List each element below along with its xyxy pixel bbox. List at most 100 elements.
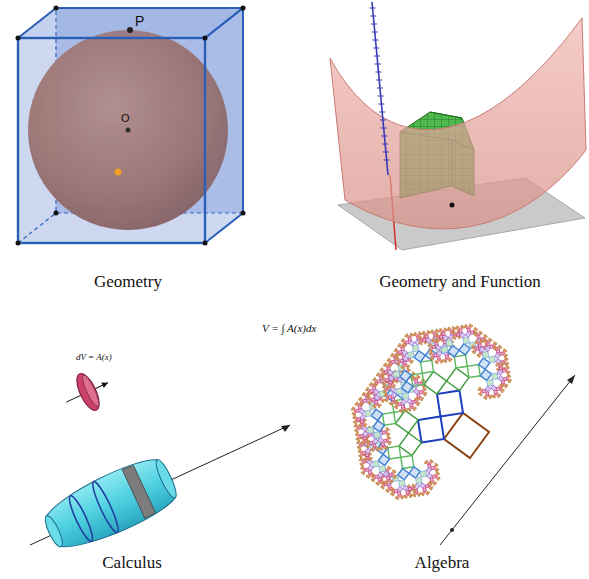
tick (381, 128, 387, 129)
tree-square (400, 370, 411, 381)
tree-square (373, 389, 379, 395)
tree-square (358, 406, 361, 409)
tree-square (418, 398, 420, 400)
tick (372, 32, 378, 33)
tree-square (387, 386, 389, 388)
tree-square (365, 410, 372, 417)
tree-square (438, 473, 440, 475)
tree-square (414, 351, 425, 362)
axis-point (450, 528, 454, 532)
tree-square (441, 362, 443, 364)
tree-square (473, 345, 475, 347)
tree-square (409, 467, 420, 478)
tree-square (427, 493, 429, 495)
tree-square (396, 411, 419, 434)
tree-square (392, 490, 394, 492)
surface-figure (330, 2, 586, 250)
point-orange (115, 169, 122, 176)
pythagoras-tree (351, 324, 511, 500)
tree-square (501, 391, 503, 393)
cube-hidden-edge (18, 213, 56, 243)
tree-square (406, 334, 408, 336)
tree-square (366, 445, 368, 447)
tree-square (423, 338, 426, 341)
tree-square (432, 337, 438, 343)
tree-square (359, 403, 361, 405)
tree-square (458, 337, 460, 339)
tree-square (485, 346, 491, 352)
tree-square (395, 348, 397, 350)
tree-square (479, 387, 481, 389)
tree-square (383, 391, 385, 393)
tree-square (374, 395, 380, 401)
tree-square (440, 329, 442, 331)
tree-square (448, 346, 459, 357)
tree-square (399, 410, 401, 412)
tree-square (396, 381, 398, 383)
tree-square (379, 466, 386, 473)
tree-square (440, 336, 443, 339)
tree-square (408, 485, 410, 487)
tree-square (388, 358, 390, 360)
tree-square (415, 333, 417, 335)
algebra-figure (351, 324, 575, 545)
cube-sphere (16, 6, 246, 246)
tree-square (476, 329, 478, 331)
tree-square (381, 443, 384, 446)
tree-square (374, 378, 376, 380)
tree-square (413, 376, 415, 378)
tree-square (454, 355, 467, 368)
tree-square (363, 437, 366, 440)
tree-square (501, 381, 504, 384)
tree-square (373, 421, 384, 432)
tree-square (410, 362, 412, 364)
point-o (126, 128, 131, 133)
tree-square (398, 469, 409, 480)
tree-square (385, 448, 387, 450)
tree-square (381, 368, 383, 370)
tree-square (356, 438, 358, 440)
tree-square (363, 431, 369, 437)
tree-square (469, 342, 476, 349)
tree-square (392, 353, 394, 355)
tick (373, 40, 379, 41)
tree-square (410, 496, 412, 498)
tick (379, 112, 385, 113)
tree-square (403, 361, 406, 364)
tree-square (449, 360, 451, 362)
tree-square (435, 342, 438, 345)
tree-square (441, 346, 448, 353)
tree-square (388, 429, 390, 431)
tree-square (414, 484, 420, 490)
tree-square (391, 392, 397, 398)
tick (382, 144, 388, 145)
tree-square (429, 349, 431, 351)
surface (330, 18, 586, 229)
tree-square (432, 461, 434, 463)
tree-square (388, 364, 390, 366)
tree-square (399, 344, 401, 346)
tree-square (402, 393, 409, 400)
tree-square (436, 333, 438, 335)
tree-square (367, 459, 373, 465)
tree-square (356, 402, 358, 404)
tree-square (386, 390, 397, 401)
tree-square (437, 479, 439, 481)
tree-square (424, 372, 447, 395)
disk (58, 365, 117, 421)
tree-square (425, 485, 428, 488)
tick (373, 48, 379, 49)
tree-square (470, 331, 473, 334)
tree-square (447, 368, 470, 391)
tree-square (393, 380, 395, 382)
tree-square (427, 473, 433, 479)
tree-square (479, 393, 481, 395)
tree-square (373, 461, 380, 468)
tree-square (376, 483, 378, 485)
tick (375, 72, 381, 73)
axis-arrow (281, 425, 290, 432)
tree-square (481, 332, 483, 334)
tree-square (353, 407, 355, 409)
tree-square (378, 437, 384, 443)
